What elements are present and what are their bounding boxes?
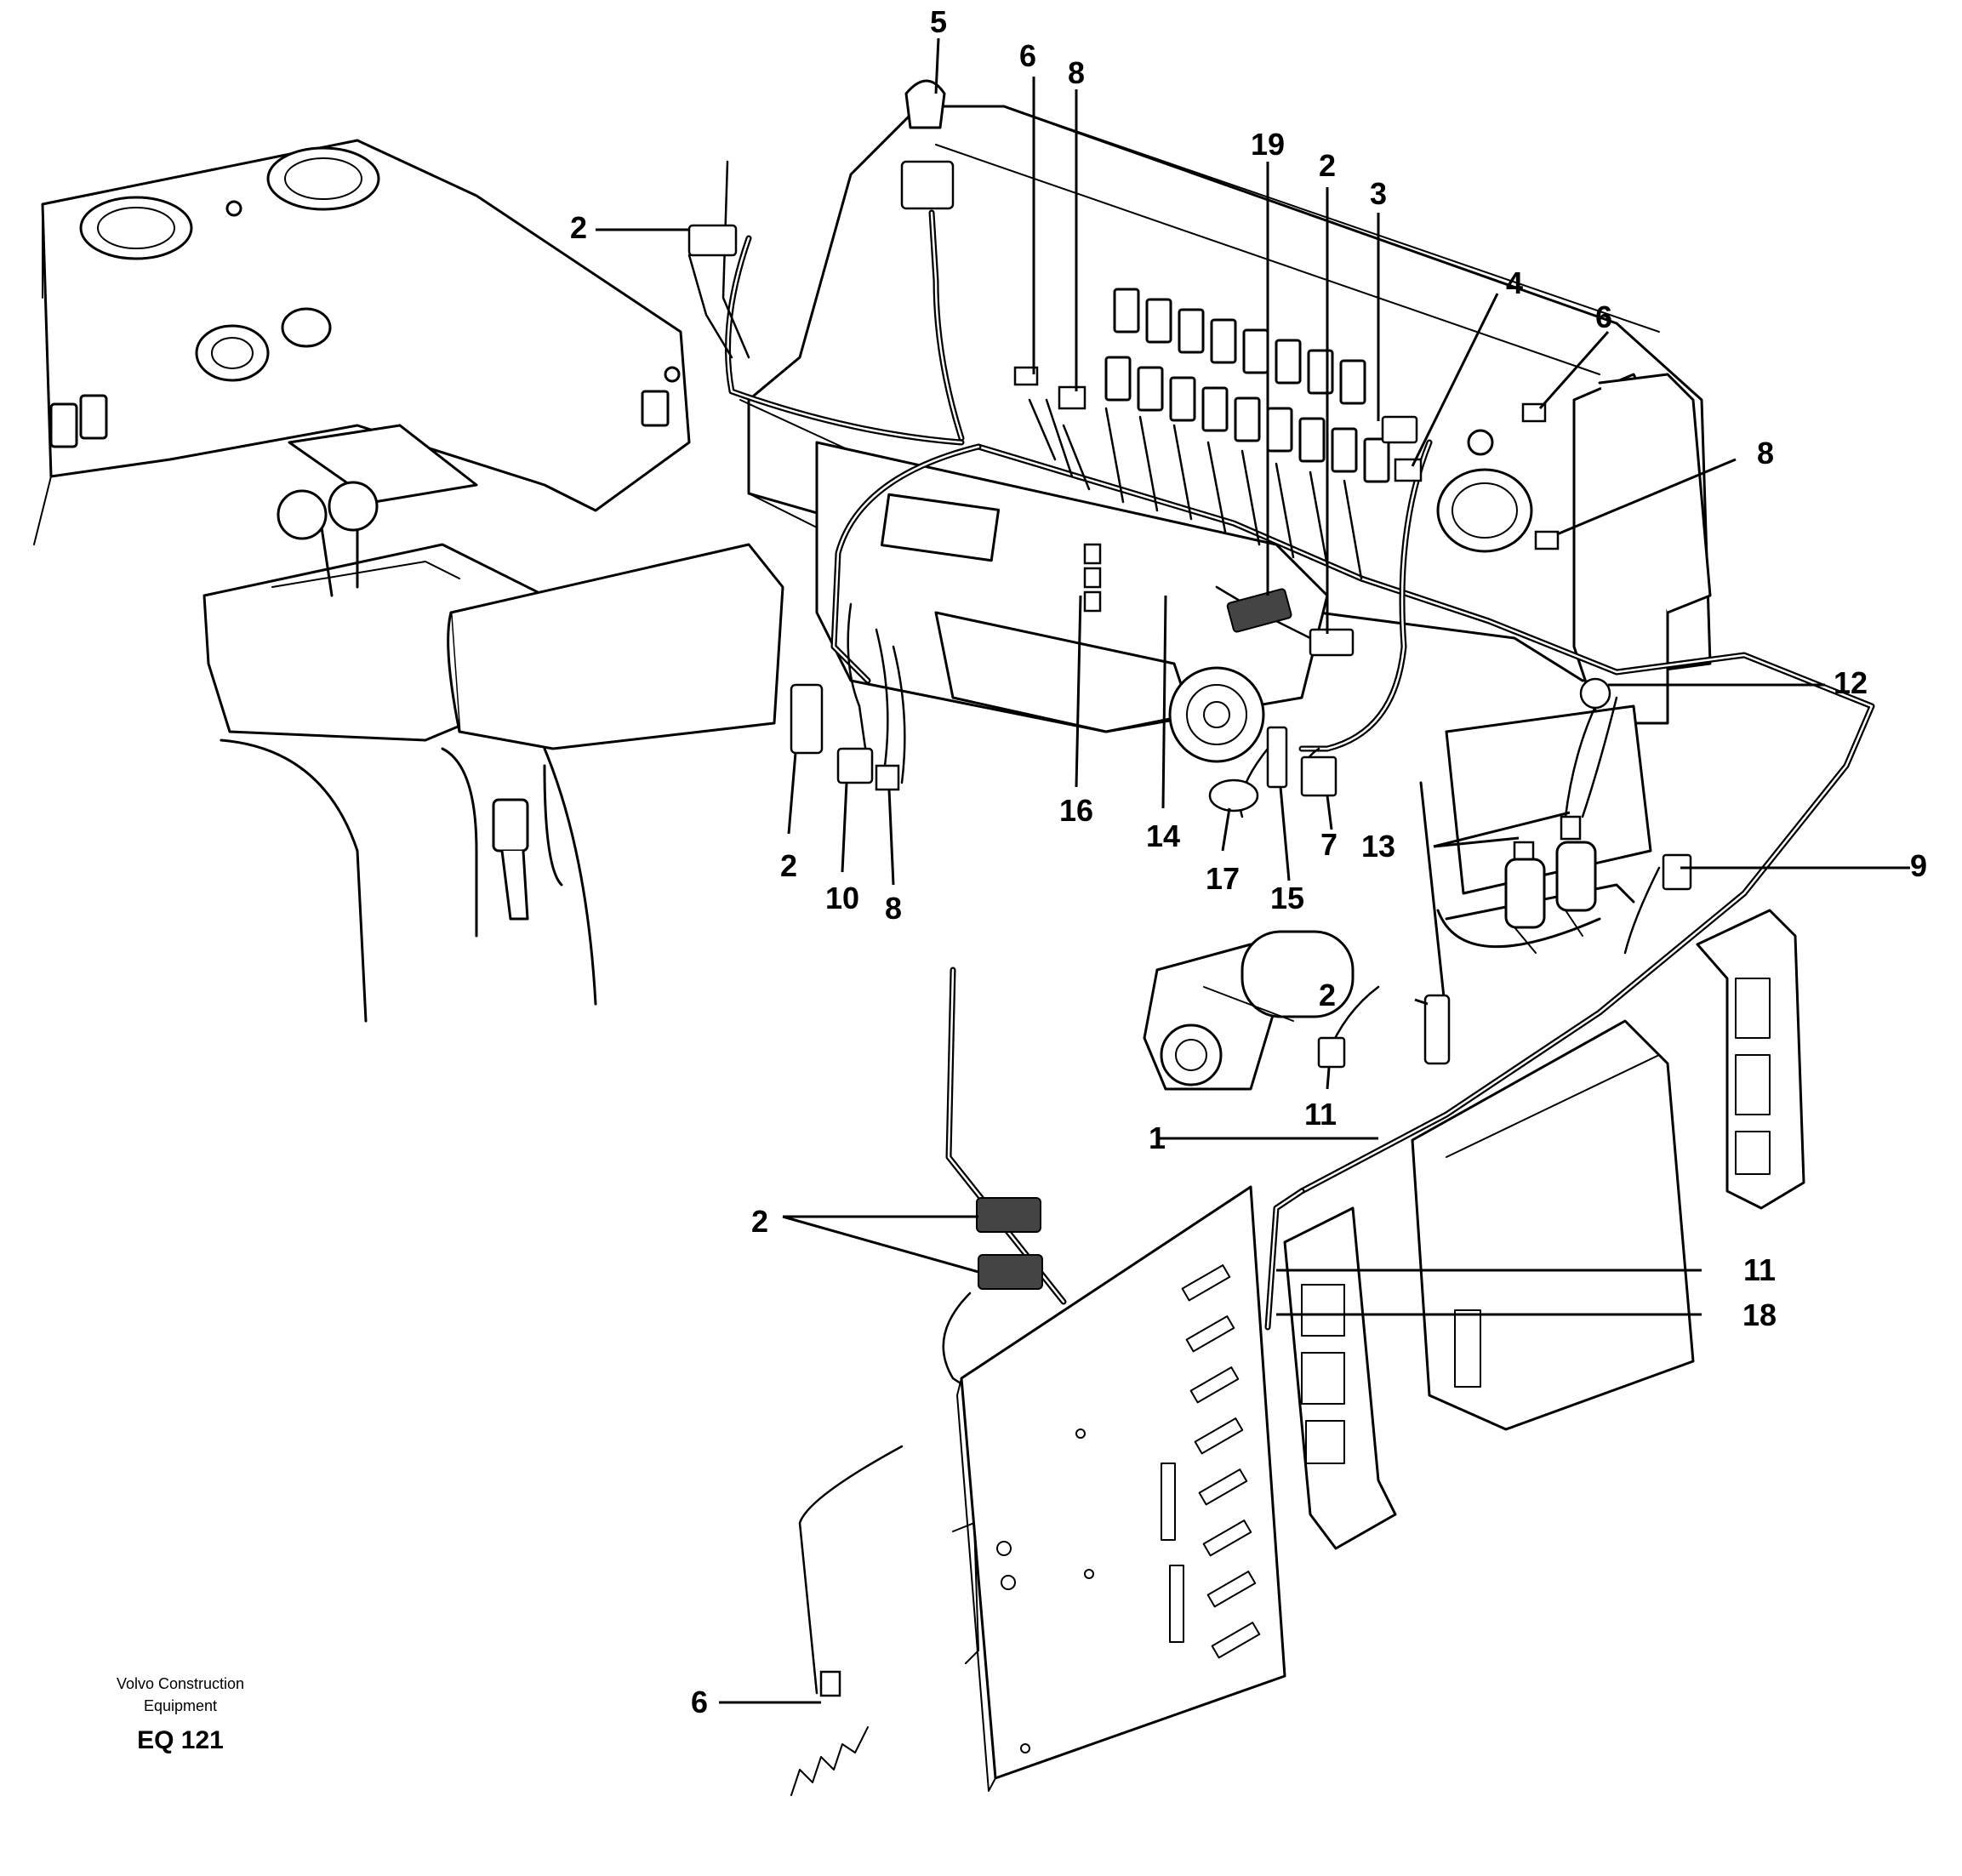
operator-console xyxy=(33,139,784,1023)
connector-2-d-sub-a xyxy=(976,1197,1041,1233)
callout-7: 7 xyxy=(1320,827,1337,862)
control-unit xyxy=(1411,1019,1695,1431)
connector-6-right xyxy=(1521,402,1547,423)
washer-pumps xyxy=(1504,841,1597,954)
callout-9: 9 xyxy=(1910,848,1927,883)
callout-15: 15 xyxy=(1270,881,1304,915)
connector-2-d-sub-b xyxy=(978,1254,1043,1290)
connector-8-left xyxy=(875,764,900,791)
connector-16-b xyxy=(1083,567,1102,589)
connector-16-c xyxy=(1083,590,1102,613)
callout-6-right: 6 xyxy=(1595,299,1612,334)
connector-7 xyxy=(1300,756,1337,797)
connectors xyxy=(687,79,1692,1796)
callout-1: 1 xyxy=(1149,1120,1166,1155)
grommet-12 xyxy=(1579,677,1611,710)
callout-2-top-left: 2 xyxy=(570,210,587,245)
callout-11-bottom: 11 xyxy=(1743,1252,1776,1287)
loop-17 xyxy=(1208,778,1259,813)
wiper-motor xyxy=(1143,930,1355,1091)
callout-2-center: 2 xyxy=(1319,148,1336,183)
connector-13-a xyxy=(1560,815,1582,841)
connector-11-a xyxy=(1317,1036,1346,1069)
connector-8-right xyxy=(1534,530,1560,550)
callout-13: 13 xyxy=(1361,829,1395,864)
callout-2-bottom: 2 xyxy=(751,1204,768,1239)
connector-6-bottom xyxy=(819,1670,841,1697)
connector-2-center xyxy=(1309,628,1355,657)
connector-19 xyxy=(1226,588,1292,633)
callout-19: 19 xyxy=(1251,127,1285,162)
mounting-bracket xyxy=(1283,909,1805,1550)
callout-16: 16 xyxy=(1059,793,1093,828)
connector-5 xyxy=(900,160,955,210)
publisher-credit: Volvo Construction Equipment EQ 121 xyxy=(117,1675,244,1754)
credit-line-2: Equipment xyxy=(144,1697,217,1714)
connector-16-a xyxy=(1083,543,1102,565)
leader-lines xyxy=(596,37,1910,1704)
terminal-strip xyxy=(790,1726,869,1796)
callout-18: 18 xyxy=(1742,1297,1777,1332)
credit-line-1: Volvo Construction xyxy=(117,1675,244,1692)
connector-10 xyxy=(836,747,874,784)
connector-2-sub xyxy=(1423,994,1451,1065)
connector-2-top-left xyxy=(687,224,738,257)
callout-2-left: 2 xyxy=(780,848,797,883)
callout-4: 4 xyxy=(1506,265,1523,300)
callout-8-top: 8 xyxy=(1068,55,1085,90)
callout-5: 5 xyxy=(930,4,947,39)
callout-8-right: 8 xyxy=(1757,436,1774,470)
connector-2-left xyxy=(790,683,824,755)
figure-code: EQ 121 xyxy=(137,1726,224,1754)
callout-3: 3 xyxy=(1370,176,1387,211)
callout-8-left: 8 xyxy=(885,891,902,926)
wiring-harness xyxy=(725,209,1875,1331)
circuit-board xyxy=(952,1185,1286,1792)
callout-6-bottom: 6 xyxy=(691,1685,708,1719)
callout-14: 14 xyxy=(1146,818,1180,853)
dashboard-panel xyxy=(739,105,1712,1023)
connector-3 xyxy=(1381,415,1418,444)
callout-labels: 5 6 8 19 2 3 2 4 6 8 12 13 9 2 2 10 8 16… xyxy=(570,4,1927,1719)
connector-15 xyxy=(1266,726,1288,789)
connector-6-top xyxy=(1013,366,1039,386)
connector-9 xyxy=(1662,853,1692,891)
callout-2-sub: 2 xyxy=(1319,978,1336,1012)
connector-8-top xyxy=(1058,385,1087,410)
callout-6-top: 6 xyxy=(1019,38,1036,73)
callout-12: 12 xyxy=(1834,665,1868,700)
connector-4 xyxy=(1394,458,1423,482)
callout-10: 10 xyxy=(825,881,859,915)
callout-11-top: 11 xyxy=(1304,1097,1337,1132)
callout-17: 17 xyxy=(1206,861,1240,896)
